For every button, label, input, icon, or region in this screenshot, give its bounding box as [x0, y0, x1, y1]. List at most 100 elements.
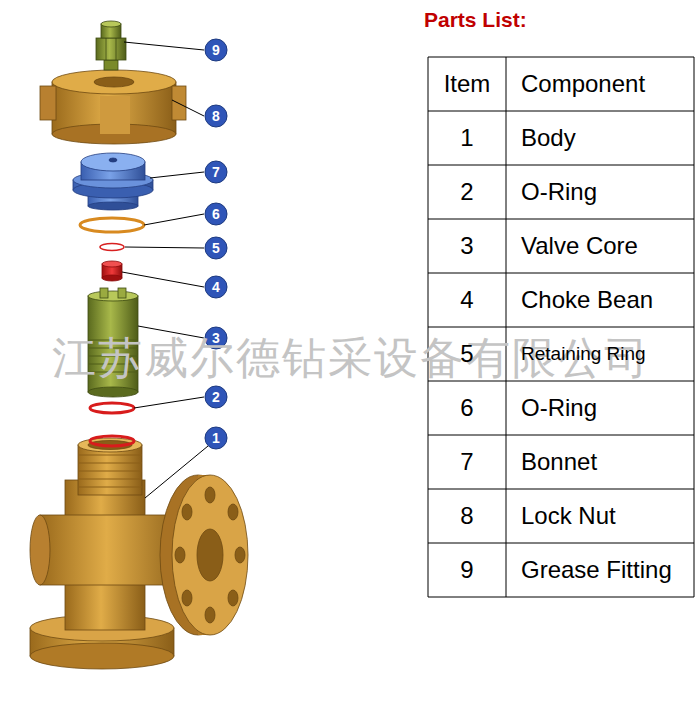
leader-line [172, 100, 204, 116]
callout-circle [205, 39, 227, 449]
grease-fitting-part [96, 38, 126, 60]
body-part [205, 487, 215, 503]
table-cell: Bonnet [515, 435, 692, 489]
parts-table-grid [428, 57, 694, 58]
leader-line [134, 397, 204, 408]
table-header: Item [428, 57, 506, 111]
body-part [175, 487, 245, 623]
leader-line [125, 247, 204, 248]
parts-table-grid [428, 435, 694, 436]
lock-nut-part [40, 86, 56, 120]
body-part [182, 504, 192, 520]
body-part [78, 463, 142, 464]
callout-circle [205, 161, 227, 183]
parts-table-grid [428, 165, 694, 166]
retaining-ring-part [100, 244, 124, 251]
callout-circle [205, 276, 227, 298]
callout-circle [205, 386, 227, 408]
bonnet-part [81, 153, 145, 171]
bonnet-part [109, 158, 117, 162]
lock-nut-part [40, 70, 186, 144]
table-cell: 5 [428, 327, 506, 381]
lock-nut-part [100, 96, 130, 134]
leader-line [122, 272, 204, 287]
grease-fitting-part [106, 38, 107, 60]
table-cell: 3 [428, 219, 506, 273]
parts-table-grid [694, 57, 695, 597]
body-part [205, 607, 215, 623]
callout-number: 2 [205, 386, 227, 408]
choke-bean-part [102, 261, 122, 267]
callout-number: 5 [205, 237, 227, 259]
table-cell: 4 [428, 273, 506, 327]
lock-nut-part [94, 77, 134, 87]
valve-core-part [118, 288, 126, 298]
table-cell: Retaining Ring [515, 327, 692, 381]
body-part [175, 547, 185, 563]
table-title: Parts List: [424, 8, 527, 32]
body-part [228, 504, 238, 520]
table-cell: 6 [428, 381, 506, 435]
o-ring-part [90, 403, 134, 413]
valve-core-part [88, 387, 138, 397]
table-cell: Lock Nut [515, 489, 692, 543]
choke-bean-part [102, 261, 122, 281]
parts-table-grid [428, 543, 694, 544]
parts-table-grid [428, 57, 429, 597]
leader-line [122, 42, 208, 498]
o-ring-part [90, 403, 134, 446]
table-cell: 9 [428, 543, 506, 597]
body-part [228, 590, 238, 606]
callout-number: 4 [205, 276, 227, 298]
callout-number: 8 [205, 105, 227, 127]
body-part [78, 455, 142, 487]
table-cell: 7 [428, 435, 506, 489]
body-part [30, 643, 174, 669]
body-part [182, 590, 192, 606]
o-ring-part [90, 436, 134, 446]
callout-number: 6 [205, 203, 227, 225]
callout-number: 3 [205, 327, 227, 349]
parts-table-grid [428, 57, 694, 597]
valve-core-part [88, 291, 138, 301]
grease-fitting-part [104, 60, 118, 70]
callout-number: 7 [205, 161, 227, 183]
body-part [78, 487, 142, 488]
body-part [172, 475, 248, 635]
table-cell: O-Ring [515, 381, 692, 435]
callout-number: 9 [205, 39, 227, 61]
body-part [235, 547, 245, 563]
leader-line [144, 214, 204, 225]
grease-fitting-part [96, 21, 126, 70]
table-cell: Body [515, 111, 692, 165]
callout-number: 1 [205, 427, 227, 449]
body-part [78, 455, 142, 456]
body-part [78, 479, 142, 480]
o-ring-part [80, 218, 144, 232]
retaining-ring-part [100, 244, 124, 251]
body-part [197, 529, 223, 581]
table-header: Component [515, 57, 692, 111]
callout-circle [205, 237, 227, 259]
leader-line [145, 446, 208, 498]
parts-table-grid [428, 597, 694, 598]
callout-circle [205, 105, 227, 127]
body-part [78, 445, 142, 495]
callout-circle [205, 427, 227, 449]
table-cell: Grease Fitting [515, 543, 692, 597]
parts-table-grid [428, 273, 694, 274]
parts-table-grid [428, 327, 694, 328]
callout-circle [205, 39, 227, 61]
grease-fitting-part [116, 38, 117, 60]
body-part [30, 438, 248, 669]
leader-line [124, 42, 204, 50]
callout-circle [205, 203, 227, 225]
parts-table-grid [428, 489, 694, 490]
parts-table-grid [428, 219, 694, 220]
body-part [78, 471, 142, 472]
table-cell: Valve Core [515, 219, 692, 273]
leader-line [150, 172, 204, 178]
lock-nut-part [52, 70, 176, 94]
table-cell: Choke Bean [515, 273, 692, 327]
o-ring-part [80, 218, 144, 232]
